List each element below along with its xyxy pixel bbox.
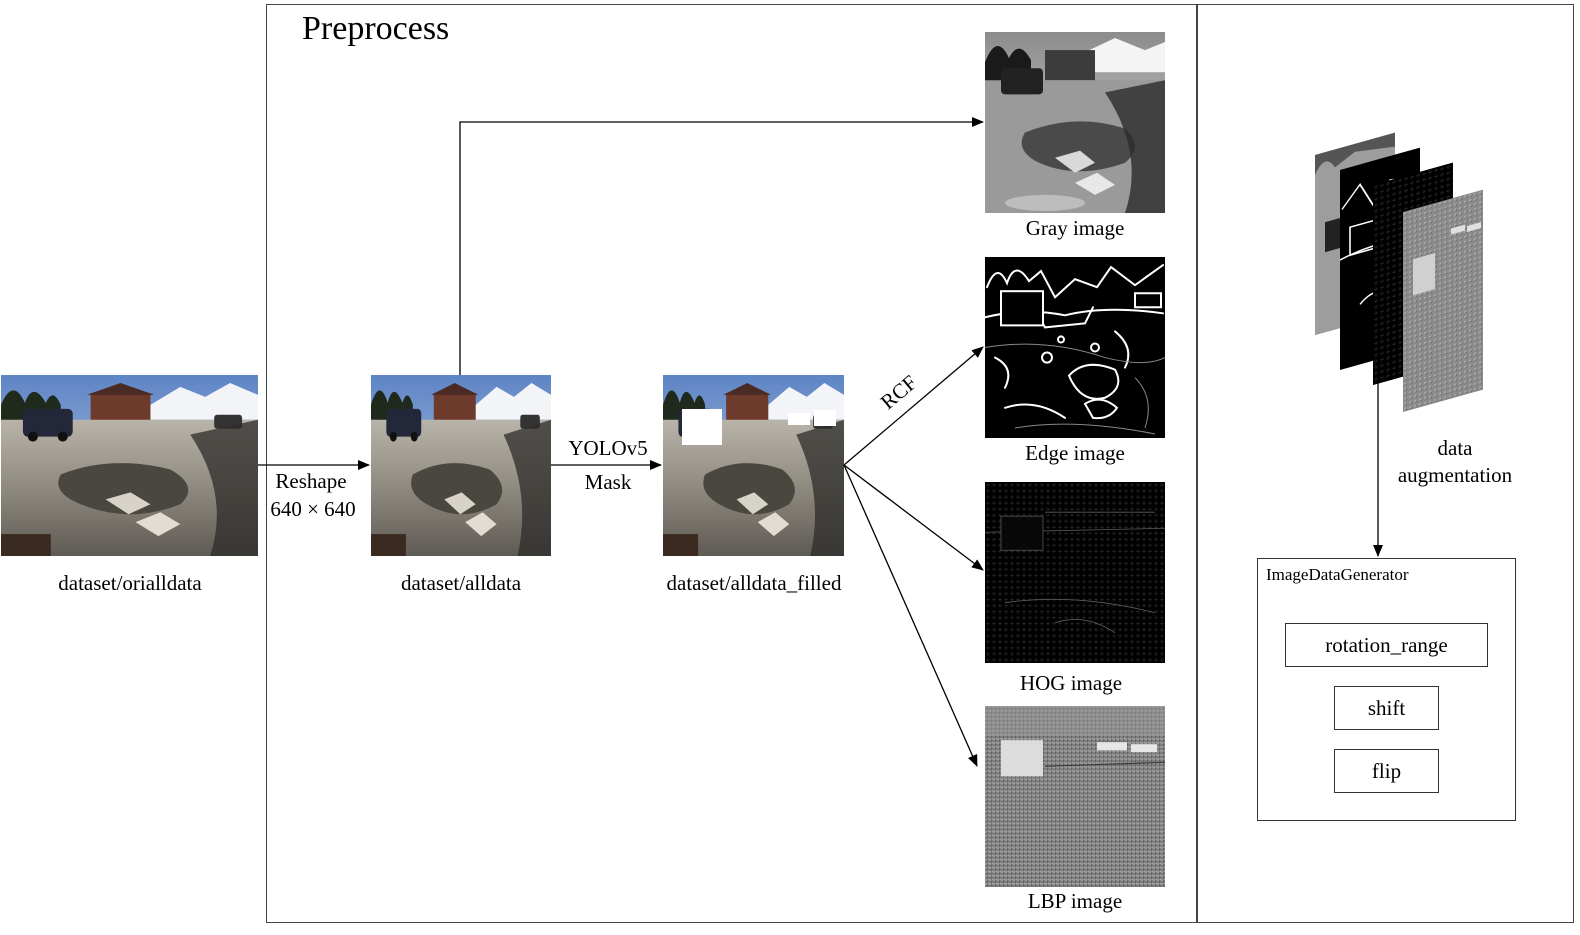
flip-option: flip: [1334, 749, 1439, 793]
yolo-label: YOLOv5: [568, 436, 648, 460]
rotation-range-option: rotation_range: [1285, 623, 1488, 667]
hog-image: [985, 482, 1165, 663]
gray-arrow: [459, 117, 984, 375]
rcf-arrow: [843, 346, 984, 466]
lbp-image-label: LBP image: [1027, 889, 1123, 913]
gray-image-label: Gray image: [1025, 216, 1125, 240]
edge-image: [985, 257, 1165, 438]
hog-arrow: [843, 464, 984, 571]
preprocess-panel: [266, 4, 1198, 923]
alldata-filled-image: [663, 375, 844, 556]
orialldata-image: [1, 375, 258, 556]
lbp-image: [985, 706, 1165, 887]
image-data-generator-box: [1257, 558, 1516, 821]
alldata-image: [371, 375, 551, 556]
lbp-arrow: [843, 464, 978, 767]
data-augmentation-label-line2: augmentation: [1397, 463, 1513, 487]
image-data-generator-title: ImageDataGenerator: [1266, 565, 1409, 584]
preprocess-title: Preprocess: [302, 10, 450, 47]
gray-image: [985, 32, 1165, 213]
alldata-label: dataset/alldata: [400, 571, 522, 595]
reshape-size-label: 640 × 640: [270, 497, 356, 521]
hog-image-label: HOG image: [1019, 671, 1123, 695]
orialldata-label: dataset/orialldata: [58, 571, 202, 595]
shift-option: shift: [1334, 686, 1439, 730]
data-augmentation-label-line1: data: [1437, 436, 1473, 460]
mask-label: Mask: [584, 470, 632, 494]
feature-stack: [1315, 132, 1483, 412]
alldata-filled-label: dataset/alldata_filled: [666, 571, 842, 595]
augmentation-panel: [1196, 4, 1574, 923]
reshape-label: Reshape: [275, 469, 347, 493]
edge-image-label: Edge image: [1025, 441, 1125, 465]
